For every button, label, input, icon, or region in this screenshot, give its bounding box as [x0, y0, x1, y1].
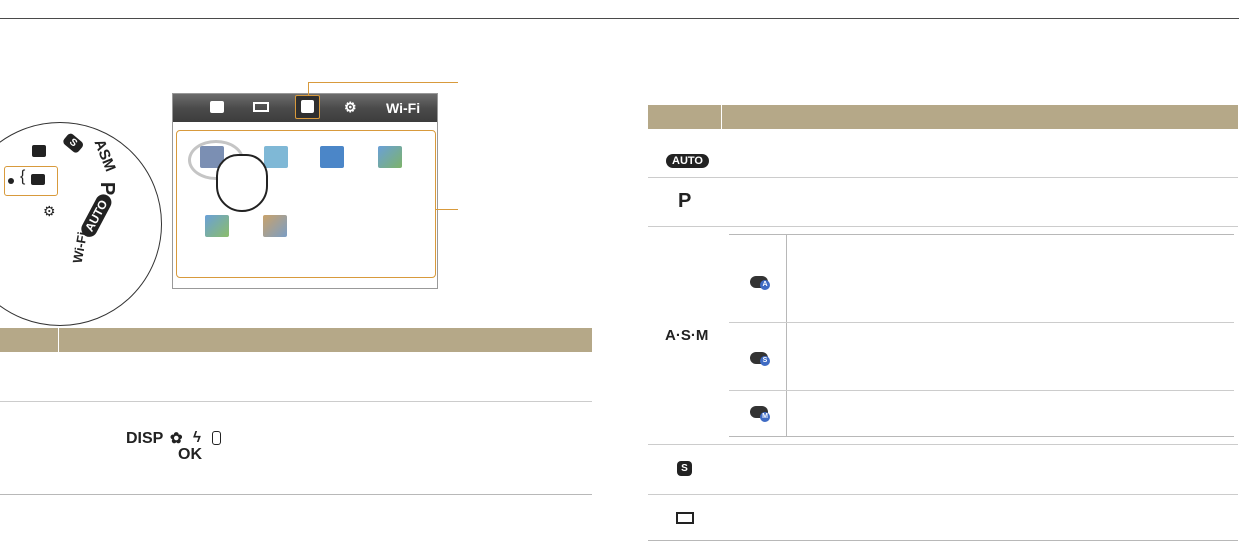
panorama-icon: [32, 145, 46, 157]
timer-icon: [212, 431, 221, 445]
mode-grid-frame: [176, 130, 436, 278]
gear-icon: ⚙: [43, 203, 56, 219]
left-table-bottom: [0, 494, 592, 495]
right-row-line-1: [648, 177, 1238, 178]
left-row-divider: [0, 401, 592, 402]
dial-label-wifi: Wi-Fi: [69, 230, 90, 265]
leader-line-tab-v: [308, 82, 309, 95]
ok-button-icon: OK: [178, 446, 202, 463]
dial-labels: S ASM P AUTO Wi-Fi ⚙: [32, 125, 160, 325]
top-rule: [0, 18, 1239, 19]
disp-button-icon: DISP: [126, 430, 164, 447]
bracket-icon: {: [20, 168, 26, 185]
tab-gear[interactable]: ⚙: [344, 99, 357, 115]
right-row-line-3: [648, 444, 1238, 445]
paint-icon[interactable]: [263, 215, 287, 237]
right-row-line-2: [648, 226, 1238, 227]
asm-subtable: [729, 234, 1234, 437]
tab-smart[interactable]: [210, 101, 224, 113]
shutter-badge: S: [760, 356, 770, 366]
tab-panorama[interactable]: [253, 102, 269, 112]
tab-star-camera[interactable]: [301, 100, 314, 113]
leader-line-tab: [308, 82, 458, 83]
asm-subtable-divider: [786, 234, 787, 437]
artistic-filter-icon[interactable]: [378, 146, 402, 168]
mode-dial[interactable]: [0, 122, 162, 326]
hand-icon: [216, 154, 268, 212]
manual-badge: M: [760, 412, 770, 422]
leader-line-grid: [436, 209, 458, 210]
left-table-header: [0, 328, 592, 352]
right-header-divider: [721, 105, 722, 129]
dial-label-asm: ASM: [90, 136, 119, 175]
tab-wifi[interactable]: Wi-Fi: [386, 100, 421, 116]
macro-icon: ✿: [170, 430, 183, 447]
smart-mode-icon: S: [677, 461, 692, 476]
program-mode-icon: P: [678, 190, 692, 212]
asm-mode-icon: A·S·M: [665, 327, 709, 344]
right-table-header: [648, 105, 1238, 129]
asm-sub-line-2: [729, 390, 1234, 391]
asm-sub-line-1: [729, 322, 1234, 323]
split-shot-icon[interactable]: [264, 146, 288, 168]
motion-photo-icon[interactable]: [320, 146, 344, 168]
movie-filter-icon[interactable]: [205, 215, 229, 237]
aperture-badge: A: [760, 280, 770, 290]
camera-star-icon: [31, 174, 45, 185]
panorama-mode-icon: [676, 512, 694, 524]
dial-selected-frame: [4, 166, 58, 196]
dial-indicator-dot: [8, 178, 14, 184]
right-row-line-4: [648, 494, 1238, 495]
dial-label-smart: S: [61, 129, 87, 155]
auto-mode-icon: AUTO: [666, 151, 709, 169]
flash-icon: ϟ: [193, 429, 201, 446]
left-header-divider: [58, 328, 59, 352]
